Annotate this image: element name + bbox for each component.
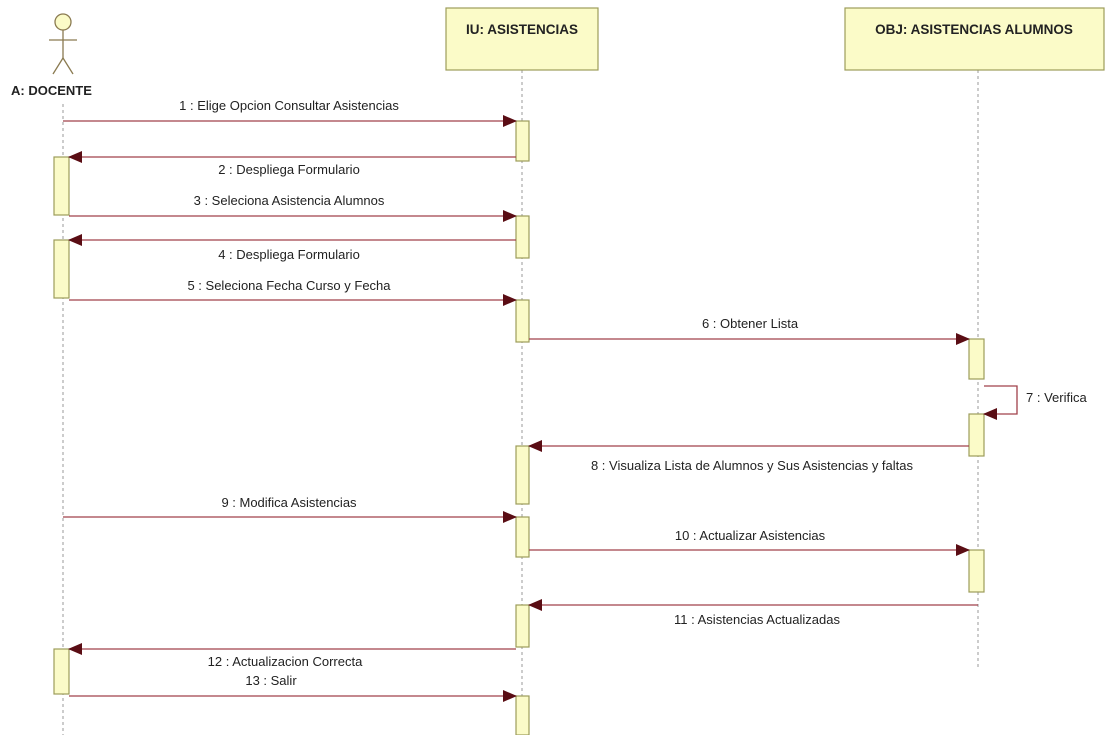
activation-bar: [968, 338, 985, 380]
message-label-5: 5 : Seleciona Fecha Curso y Fecha: [187, 278, 391, 293]
message-label-4: 4 : Despliega Formulario: [218, 247, 360, 262]
activation-bar: [515, 695, 530, 735]
message-label-8: 8 : Visualiza Lista de Alumnos y Sus Asi…: [591, 458, 914, 473]
message-label-10: 10 : Actualizar Asistencias: [675, 528, 826, 543]
message-label-13: 13 : Salir: [245, 673, 297, 688]
message-label-2: 2 : Despliega Formulario: [218, 162, 360, 177]
activation-bar: [53, 156, 70, 216]
actor-figure: [49, 13, 77, 75]
message-arrow-7: [983, 385, 1018, 420]
activation-bar: [515, 445, 530, 505]
activation-bar: [515, 215, 530, 259]
activation-bar: [968, 413, 985, 457]
lifeline-label-obj-asistencias-alumnos: OBJ: ASISTENCIAS ALUMNOS: [875, 22, 1073, 37]
activation-bar: [515, 604, 530, 648]
lifeline-box-obj-asistencias-alumnos: [844, 7, 1105, 71]
activations: [53, 120, 985, 735]
lifeline-box-iu-asistencias: [445, 7, 599, 71]
messages: [63, 115, 1018, 702]
message-label-9: 9 : Modifica Asistencias: [221, 495, 357, 510]
message-label-12: 12 : Actualizacion Correcta: [208, 654, 363, 669]
activation-bar: [515, 516, 530, 558]
activation-bar: [515, 120, 530, 162]
message-label-6: 6 : Obtener Lista: [702, 316, 799, 331]
activation-bar: [968, 549, 985, 593]
message-label-7: 7 : Verifica: [1026, 390, 1087, 405]
lifeline-label-iu-asistencias: IU: ASISTENCIAS: [466, 22, 578, 37]
message-label-1: 1 : Elige Opcion Consultar Asistencias: [179, 98, 399, 113]
activation-bar: [53, 239, 70, 299]
message-label-11: 11 : Asistencias Actualizadas: [674, 612, 840, 627]
message-label-3: 3 : Seleciona Asistencia Alumnos: [194, 193, 385, 208]
activation-bar: [515, 299, 530, 343]
actor-label: A: DOCENTE: [11, 83, 92, 98]
activation-bar: [53, 648, 70, 695]
